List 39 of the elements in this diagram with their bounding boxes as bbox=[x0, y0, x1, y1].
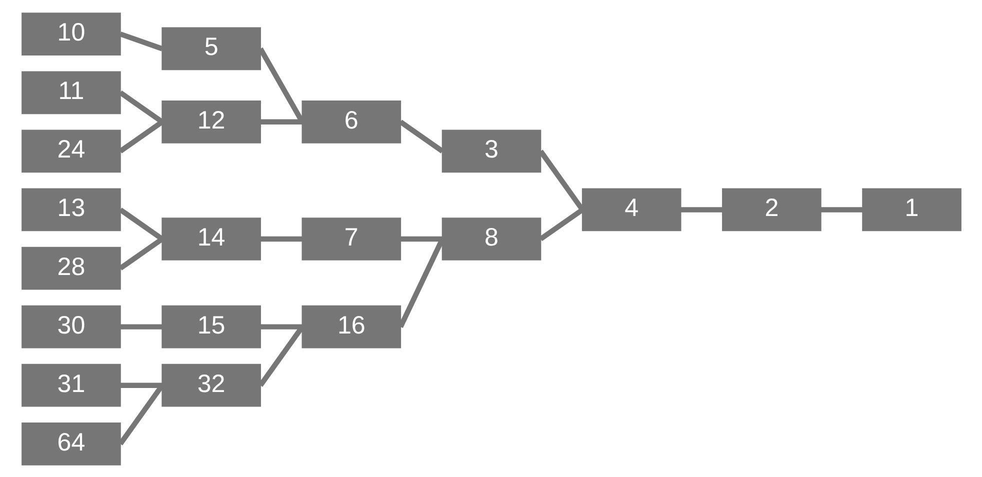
connector bbox=[119, 31, 163, 51]
node-box: 8 bbox=[441, 217, 541, 260]
node-box: 24 bbox=[21, 129, 120, 172]
connector bbox=[118, 207, 164, 241]
node-box: 14 bbox=[161, 217, 260, 260]
node-box: 6 bbox=[301, 100, 401, 143]
node-box: 15 bbox=[161, 304, 260, 348]
connector bbox=[538, 149, 584, 211]
connector bbox=[118, 90, 164, 124]
node-box: 28 bbox=[21, 246, 120, 290]
connector bbox=[118, 383, 164, 445]
node-box: 2 bbox=[722, 188, 821, 231]
node-box: 12 bbox=[161, 100, 260, 143]
node-box: 16 bbox=[301, 304, 401, 348]
connector bbox=[680, 206, 722, 212]
connector bbox=[538, 207, 584, 241]
connector bbox=[820, 206, 862, 212]
node-box: 3 bbox=[441, 129, 541, 172]
connector bbox=[260, 236, 302, 242]
connector bbox=[120, 382, 162, 388]
connector bbox=[258, 324, 304, 386]
connector bbox=[400, 236, 442, 242]
node-box: 30 bbox=[21, 304, 120, 348]
connector bbox=[260, 324, 302, 329]
node-box: 1 bbox=[862, 188, 961, 231]
node-box: 13 bbox=[21, 188, 120, 231]
node-box: 31 bbox=[21, 363, 120, 406]
node-box: 7 bbox=[301, 217, 401, 260]
connector bbox=[118, 119, 164, 153]
connector bbox=[398, 119, 444, 153]
connector bbox=[260, 118, 302, 124]
node-box: 5 bbox=[161, 26, 260, 70]
connector bbox=[118, 236, 164, 270]
node-box: 11 bbox=[21, 70, 120, 114]
connector bbox=[120, 324, 162, 329]
node-box: 64 bbox=[21, 422, 120, 465]
node-box: 32 bbox=[161, 363, 260, 406]
node-box: 4 bbox=[581, 188, 681, 231]
node-box: 10 bbox=[21, 12, 120, 56]
